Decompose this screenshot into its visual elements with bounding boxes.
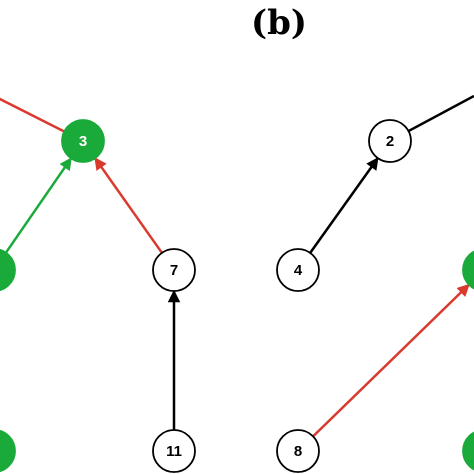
node-left-mid-circle <box>0 248 16 292</box>
node-4-label: 4 <box>294 262 303 279</box>
node-right-bottom-circle <box>462 431 474 471</box>
panel-label: (b) <box>251 3 307 43</box>
node-3-label: 3 <box>79 133 87 150</box>
node-7-label: 7 <box>170 262 178 279</box>
node-2-circle <box>368 119 412 163</box>
edge-offscreen-left-to-3 <box>0 97 65 133</box>
node-8-circle <box>276 429 320 473</box>
edge-left-mid-to-3 <box>4 157 73 254</box>
node-7: 7 <box>152 248 196 292</box>
node-8: 8 <box>276 429 320 473</box>
node-11-label: 11 <box>166 443 182 460</box>
edge-7-to-3 <box>94 157 163 254</box>
node-11: 11 <box>152 429 196 473</box>
edge-2-to-offscreen-right <box>407 94 474 133</box>
node-left-bottom <box>0 429 16 473</box>
node-2-label: 2 <box>386 133 394 150</box>
node-4: 4 <box>276 248 320 292</box>
edge-4-to-2 <box>309 157 379 254</box>
node-2: 2 <box>368 119 412 163</box>
edge-8-to-right-mid <box>312 283 470 438</box>
nodes-layer: 3 7 11 2 4 8 <box>0 119 474 473</box>
node-right-mid-circle <box>462 250 474 290</box>
node-7-circle <box>152 248 196 292</box>
node-8-label: 8 <box>294 443 302 460</box>
node-3: 3 <box>61 119 105 163</box>
node-3-circle <box>61 119 105 163</box>
node-right-bottom <box>462 431 474 471</box>
edges-layer <box>0 94 474 438</box>
node-right-mid <box>462 250 474 290</box>
node-11-circle <box>152 429 196 473</box>
node-left-mid <box>0 248 16 292</box>
node-4-circle <box>276 248 320 292</box>
node-left-bottom-circle <box>0 429 16 473</box>
